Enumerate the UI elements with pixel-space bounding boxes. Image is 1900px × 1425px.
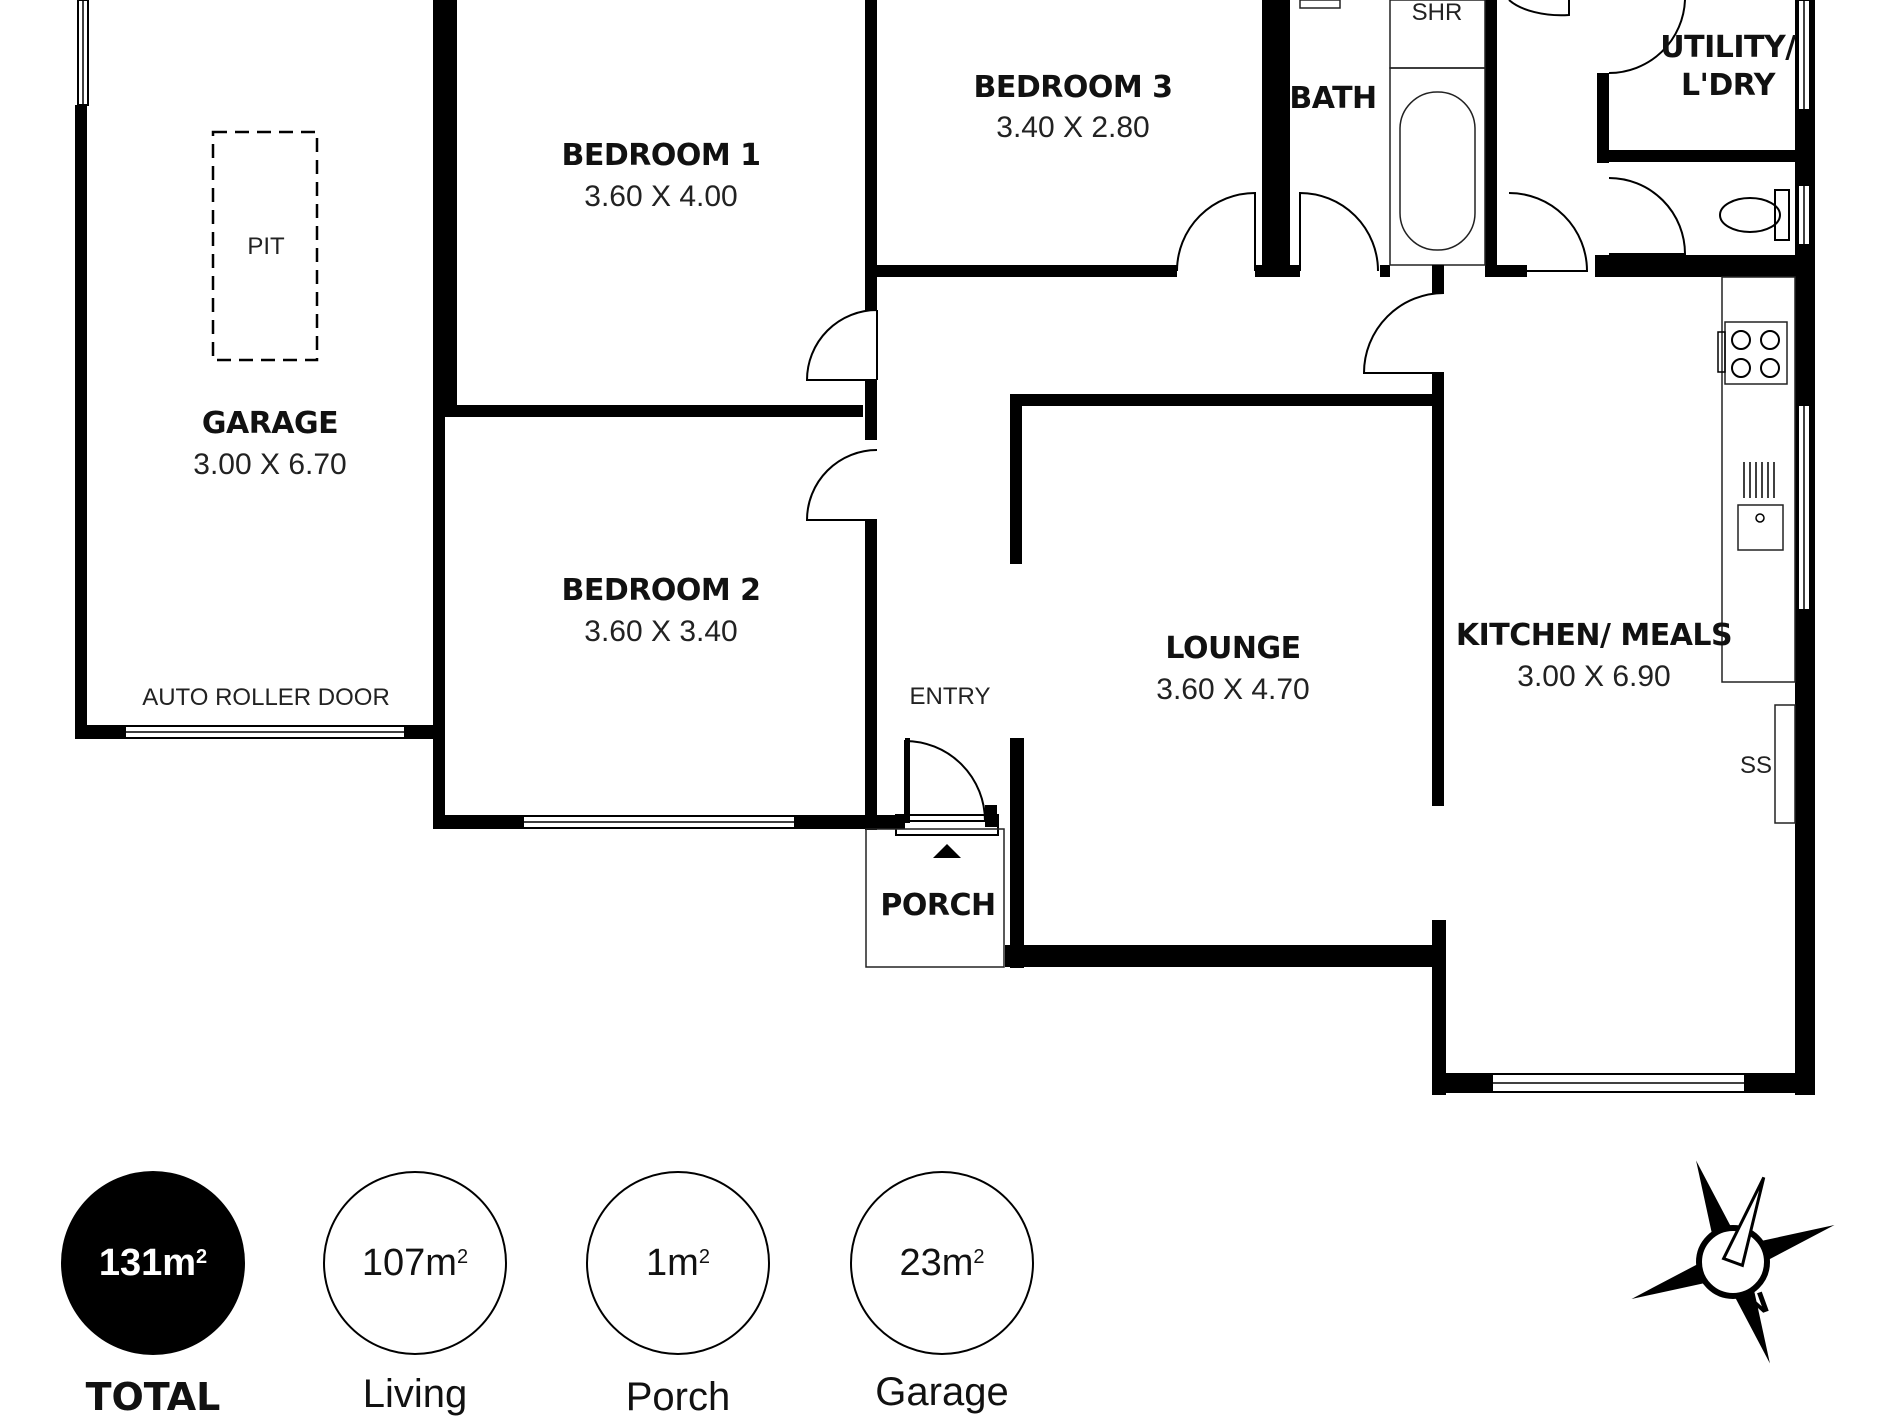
bedroom2-name: BEDROOM 2 (561, 573, 760, 608)
utility-door-swing (1608, 0, 1686, 75)
lounge-name: LOUNGE (1165, 631, 1300, 666)
garage-side-window (77, 0, 89, 106)
garage-walls (75, 0, 445, 740)
kitchen-bottom-window (1491, 1073, 1746, 1093)
porch-area-label: Porch (625, 1375, 731, 1419)
total-area-value: 131m (98, 1241, 197, 1284)
garage-dims: 3.00 X 6.70 (193, 448, 346, 481)
garage-area-label: Garage (875, 1370, 1009, 1414)
porch-name: PORCH (880, 888, 995, 923)
bath-door-swing (1299, 191, 1379, 272)
bathtub-basin (1399, 91, 1476, 251)
bath-name: BATH (1289, 81, 1376, 116)
sink-icon (1737, 462, 1784, 551)
kitchen-door-swing (1508, 192, 1589, 272)
compass-north-icon: N (1631, 1160, 1835, 1364)
total-area-unit: 2 (196, 1245, 208, 1268)
bedroom3-walls (877, 0, 1290, 277)
kitchen-name: KITCHEN/ MEALS (1456, 618, 1732, 653)
bedroom2-window (522, 815, 796, 829)
auto-roller-door-label: AUTO ROLLER DOOR (142, 684, 390, 711)
living-area-unit: 2 (456, 1245, 469, 1268)
toilet-icon (1719, 189, 1790, 241)
kitchen-dims: 3.00 X 6.90 (1517, 660, 1670, 693)
bedroom1-dims: 3.60 X 4.00 (584, 180, 737, 213)
bedroom3-dims: 3.40 X 2.80 (996, 111, 1149, 144)
toilet-window (1797, 184, 1811, 246)
living-area-value: 107m (361, 1241, 457, 1284)
utility-name-line2: L'DRY (1681, 68, 1777, 103)
cooktop-icon (1717, 321, 1788, 385)
bathtub (1389, 67, 1486, 266)
entry-arrow-icon (933, 844, 961, 858)
total-area-label: TOTAL (85, 1375, 221, 1419)
pit-label: PIT (247, 233, 285, 260)
utility-window (1797, 0, 1811, 111)
utility-walls (1497, 0, 1815, 1095)
bedroom3-name: BEDROOM 3 (973, 70, 1172, 105)
ss-label: SS (1740, 752, 1772, 779)
vanity-icon (1299, 0, 1341, 9)
utility-name-line1: UTILITY/ (1660, 30, 1796, 65)
kitchen-side-window (1797, 404, 1811, 611)
garage-area-value: 23m (899, 1241, 974, 1284)
porch-outline (865, 828, 1005, 968)
lounge-walls (1005, 265, 1815, 1095)
bath-walls (1262, 0, 1497, 277)
toilet-door-swing (1608, 177, 1687, 255)
porch-area-unit: 2 (698, 1245, 710, 1268)
entry-door (895, 738, 999, 836)
bedroom3-door-swing (1176, 191, 1256, 272)
bedroom2-dims: 3.60 X 3.40 (584, 615, 737, 648)
kitchen-bench (1721, 276, 1796, 824)
compass-north-label: N (1740, 1285, 1773, 1324)
garage-pit (211, 130, 319, 362)
hall-door-swing (1362, 292, 1445, 374)
bedroom1-door-swing (805, 309, 878, 381)
bedroom-walls (433, 0, 905, 830)
shower-label: SHR (1412, 0, 1463, 26)
garage-name: GARAGE (202, 406, 338, 441)
entry-label: ENTRY (910, 683, 991, 710)
bedroom1-name: BEDROOM 1 (561, 138, 760, 173)
lounge-dims: 3.60 X 4.70 (1156, 673, 1309, 706)
porch-area-value: 1m (646, 1241, 699, 1284)
garage-area-unit: 2 (973, 1245, 985, 1268)
bedroom2-door-swing (805, 449, 878, 521)
garage-roller-door (124, 725, 406, 739)
living-area-label: Living (362, 1372, 468, 1416)
utility-top-door-swing (1508, 0, 1570, 17)
